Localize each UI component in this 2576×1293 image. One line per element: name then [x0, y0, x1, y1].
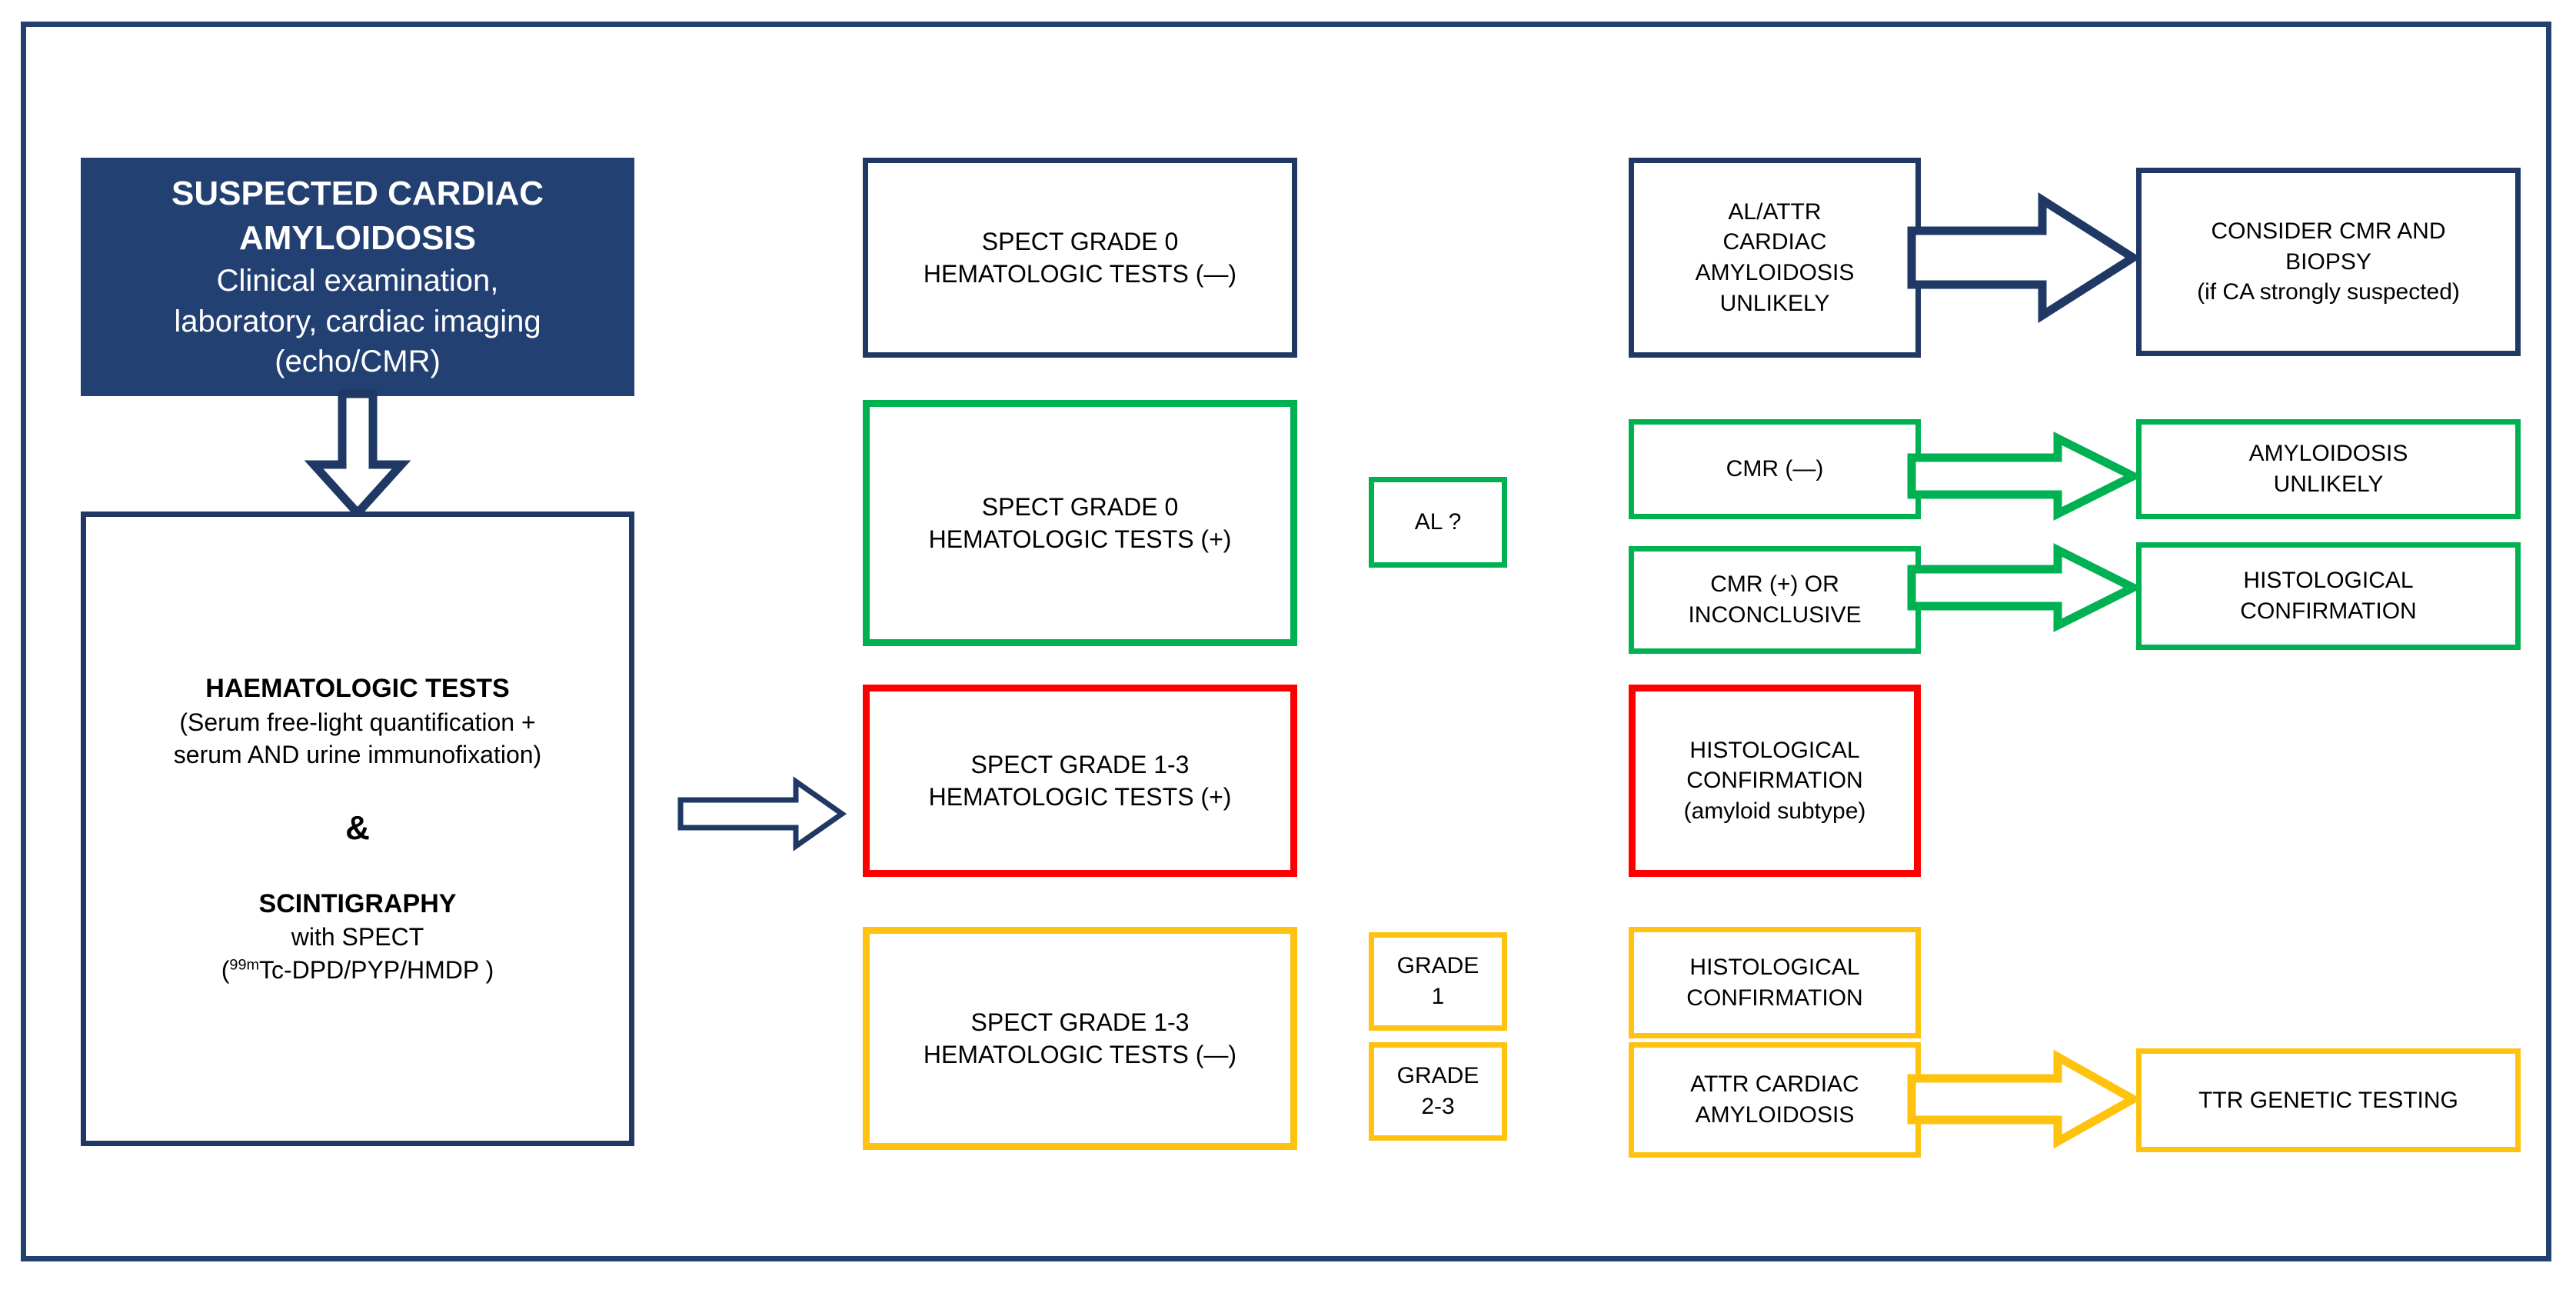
- qualifier-al-label: AL ?: [1414, 509, 1462, 535]
- qualifier-box-grade-1: GRADE 1: [1369, 932, 1507, 1031]
- intermediate-box-cmr-positive-inconclusive: CMR (+) OR INCONCLUSIVE: [1629, 546, 1921, 654]
- workup-heading: HAEMATOLOGIC TESTS: [205, 674, 510, 704]
- workup-second-heading: SCINTIGRAPHY: [258, 888, 457, 918]
- entry-box-suspected-cardiac-amyloidosis: SUSPECTED CARDIAC AMYLOIDOSIS Clinical e…: [81, 158, 634, 396]
- entry-title-line2: AMYLOIDOSIS: [238, 218, 477, 257]
- attr-line1: ATTR CARDIAC: [1690, 1071, 1859, 1098]
- outcome-histo-line1: HISTOLOGICAL: [2243, 568, 2414, 594]
- outcome-box-histological-confirmation: HISTOLOGICAL CONFIRMATION: [2136, 542, 2521, 650]
- ttr-label: TTR GENETIC TESTING: [2198, 1087, 2458, 1113]
- branch-box-grade0-neg: SPECT GRADE 0 HEMATOLOGIC TESTS (—): [863, 158, 1297, 358]
- histo-red-line1: HISTOLOGICAL: [1689, 737, 1860, 763]
- entry-subtitle-line2: laboratory, cardiac imaging: [174, 304, 541, 338]
- isotope-paren: (: [221, 955, 230, 984]
- right-block-arrow-icon-amyloidosis-unlikely: [1907, 432, 2143, 521]
- intermediate-box-histological-confirmation-subtype: HISTOLOGICAL CONFIRMATION (amyloid subty…: [1629, 685, 1921, 877]
- workup-ampersand: &: [345, 809, 370, 848]
- outcome-box-consider-cmr-and-biopsy: CONSIDER CMR AND BIOPSY (if CA strongly …: [2136, 168, 2521, 356]
- intermediate-box-attr-cardiac-amyloidosis: ATTR CARDIAC AMYLOIDOSIS: [1629, 1042, 1921, 1158]
- consider-line3: (if CA strongly suspected): [2197, 279, 2460, 305]
- intermediate-box-al-attr-unlikely: AL/ATTR CARDIAC AMYLOIDOSIS UNLIKELY: [1629, 158, 1921, 358]
- qualifier-box-grade-2-3: GRADE 2-3: [1369, 1042, 1507, 1141]
- cmr-positive-line2: INCONCLUSIVE: [1688, 602, 1862, 628]
- workup-second-line1: with SPECT: [291, 923, 424, 951]
- histo-amber-line1: HISTOLOGICAL: [1689, 954, 1860, 980]
- right-block-arrow-icon-ttr-genetic-testing: [1907, 1049, 2142, 1149]
- entry-title-line1: SUSPECTED CARDIAC: [171, 174, 544, 212]
- consider-line1: CONSIDER CMR AND: [2211, 218, 2446, 245]
- right-block-arrow-icon-histological-confirmation: [1907, 543, 2143, 632]
- branch-grade0-pos-line2: HEMATOLOGIC TESTS (+): [928, 525, 1232, 553]
- branch-grade0-neg-line2: HEMATOLOGIC TESTS (—): [923, 260, 1237, 288]
- qualifier-grade1-line2: 1: [1431, 984, 1445, 1009]
- branch-grade13-pos-line2: HEMATOLOGIC TESTS (+): [928, 783, 1232, 811]
- workup-isotope-label: (99mTc-DPD/PYP/HMDP ): [221, 954, 494, 986]
- intermediate-box-histological-confirmation-amber: HISTOLOGICAL CONFIRMATION: [1629, 927, 1921, 1038]
- branch-grade13-pos-line1: SPECT GRADE 1-3: [970, 750, 1190, 778]
- branch-grade13-neg-line2: HEMATOLOGIC TESTS (—): [923, 1041, 1237, 1068]
- branch-box-grade13-pos: SPECT GRADE 1-3 HEMATOLOGIC TESTS (+): [863, 685, 1297, 877]
- isotope-superscript: 99m: [229, 955, 259, 973]
- qualifier-box-al-question: AL ?: [1369, 477, 1507, 568]
- histo-red-line2: CONFIRMATION: [1686, 768, 1863, 794]
- outcome-histo-line2: CONFIRMATION: [2240, 598, 2417, 624]
- qualifier-grade23-line2: 2-3: [1421, 1094, 1455, 1119]
- branch-grade13-neg-line1: SPECT GRADE 1-3: [970, 1008, 1190, 1036]
- cmr-negative-label: CMR (—): [1726, 456, 1824, 482]
- entry-subtitle-line3: (echo/CMR): [275, 345, 441, 379]
- right-block-arrow-icon-workup: [677, 776, 847, 851]
- workup-box-haematologic-and-scintigraphy: HAEMATOLOGIC TESTS (Serum free-light qua…: [81, 512, 634, 1146]
- attr-line2: AMYLOIDOSIS: [1695, 1102, 1855, 1128]
- qualifier-grade1-line1: GRADE: [1396, 953, 1479, 979]
- unlikely-line2: CARDIAC: [1722, 229, 1827, 255]
- histo-red-line3: (amyloid subtype): [1683, 798, 1866, 824]
- entry-subtitle-line1: Clinical examination,: [216, 263, 499, 298]
- outcome-box-amyloidosis-unlikely: AMYLOIDOSIS UNLIKELY: [2136, 419, 2521, 519]
- unlikely-line4: UNLIKELY: [1719, 290, 1830, 316]
- intermediate-box-cmr-negative: CMR (—): [1629, 419, 1921, 519]
- branch-box-grade13-neg: SPECT GRADE 1-3 HEMATOLOGIC TESTS (—): [863, 927, 1297, 1150]
- branch-box-grade0-pos: SPECT GRADE 0 HEMATOLOGIC TESTS (+): [863, 400, 1297, 646]
- branch-grade0-neg-line1: SPECT GRADE 0: [981, 227, 1179, 255]
- amyloid-unlikely-line2: UNLIKELY: [2273, 472, 2384, 497]
- outcome-box-ttr-genetic-testing: TTR GENETIC TESTING: [2136, 1048, 2521, 1152]
- unlikely-line3: AMYLOIDOSIS: [1695, 260, 1855, 285]
- unlikely-line1: AL/ATTR: [1728, 198, 1822, 225]
- workup-detail-line2: serum AND urine immunofixation): [173, 741, 542, 769]
- histo-amber-line2: CONFIRMATION: [1686, 985, 1863, 1011]
- branch-grade0-pos-line1: SPECT GRADE 0: [981, 492, 1179, 521]
- right-block-arrow-icon-consider-cmr: [1907, 192, 2142, 324]
- qualifier-grade23-line1: GRADE: [1396, 1063, 1479, 1089]
- consider-line2: BIOPSY: [2285, 248, 2371, 275]
- amyloid-unlikely-line1: AMYLOIDOSIS: [2248, 441, 2408, 467]
- workup-detail-line1: (Serum free-light quantification +: [179, 708, 536, 736]
- cmr-positive-line1: CMR (+) OR: [1710, 572, 1839, 598]
- down-block-arrow-icon: [304, 389, 411, 520]
- isotope-rest: Tc-DPD/PYP/HMDP ): [259, 955, 494, 984]
